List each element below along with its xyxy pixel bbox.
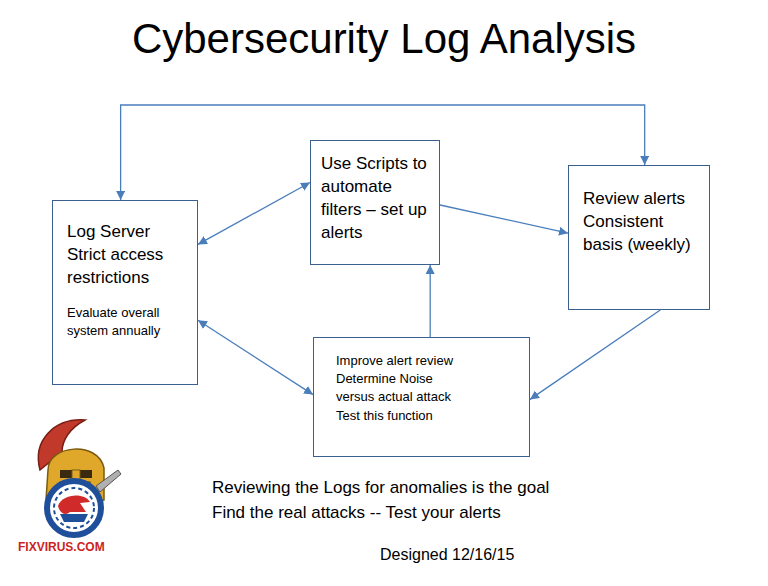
date-label: Designed 12/16/15 bbox=[380, 546, 514, 564]
spartan-helmet bbox=[38, 420, 121, 504]
footer-note: Reviewing the Logs for anomalies is the … bbox=[212, 478, 549, 498]
box-note: Evaluate overall system annually bbox=[67, 304, 189, 340]
improve-box: Improve alert review Determine Noise ver… bbox=[313, 337, 530, 457]
box-heading: Log Server Strict access restrictions bbox=[67, 221, 189, 290]
scripts-box: Use Scripts to automate filters – set up… bbox=[310, 140, 440, 265]
log-server-box: Log Server Strict access restrictionsEva… bbox=[52, 200, 198, 385]
box-heading: Use Scripts to automate filters – set up… bbox=[321, 153, 433, 245]
box-heading: Review alerts Consistent basis (weekly) bbox=[583, 188, 695, 257]
box-heading: Improve alert review Determine Noise ver… bbox=[336, 352, 474, 425]
footer-note: Find the real attacks -- Test your alert… bbox=[212, 503, 501, 523]
review-box: Review alerts Consistent basis (weekly) bbox=[568, 165, 710, 310]
connector-arrow bbox=[440, 205, 568, 233]
logo-text: FIXVIRUS.COM bbox=[18, 540, 105, 554]
connector-arrow bbox=[121, 105, 645, 200]
diagram-title: Cybersecurity Log Analysis bbox=[0, 14, 768, 64]
logo-emblem bbox=[47, 481, 101, 535]
connector-arrow bbox=[530, 310, 660, 399]
connector-arrow bbox=[198, 183, 310, 245]
connector-arrow bbox=[430, 265, 431, 337]
connector-arrow bbox=[198, 320, 313, 394]
